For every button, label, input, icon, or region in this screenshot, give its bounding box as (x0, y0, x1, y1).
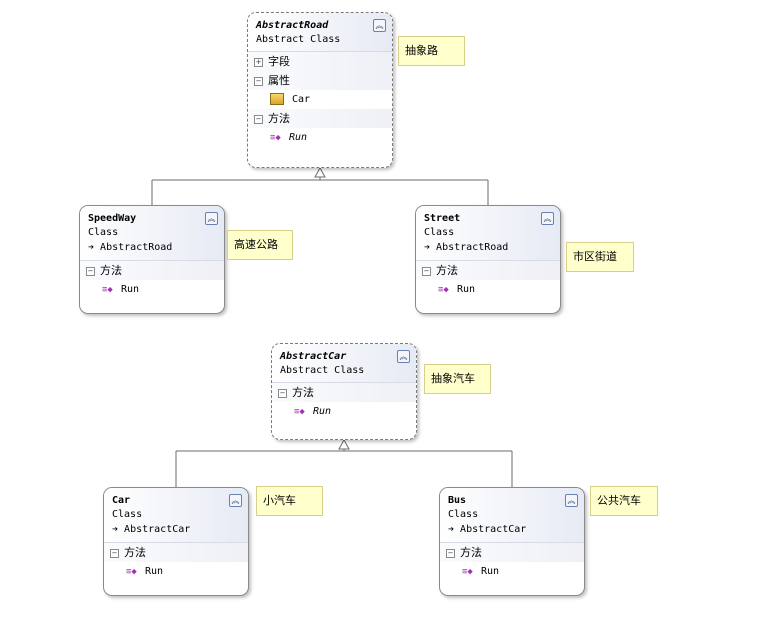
class-type: Abstract Class (280, 365, 365, 376)
section-label: 方法 (292, 386, 314, 399)
method-icon: ≡◆ (438, 285, 449, 295)
member-label: Run (313, 406, 332, 417)
class-base: ➔ AbstractRoad (88, 242, 173, 253)
class-name: AbstractRoad (256, 20, 329, 31)
collapse-icon[interactable]: − (254, 76, 263, 86)
section-label: 方法 (124, 546, 146, 559)
method-icon: ≡◆ (270, 133, 281, 143)
section-fields[interactable]: + 字段 (248, 52, 392, 71)
class-type: Class (112, 509, 143, 520)
class-street[interactable]: Street Class ➔ AbstractRoad ︽ −方法 ≡◆ Run (415, 205, 561, 314)
double-chevron-up-icon[interactable]: ︽ (565, 494, 578, 507)
road-generalization-arrow (314, 166, 326, 178)
method-icon: ≡◆ (462, 567, 473, 577)
class-name: AbstractCar (280, 351, 347, 362)
class-car[interactable]: Car Class ➔ AbstractCar ︽ −方法 ≡◆ Run (103, 487, 249, 596)
class-bus[interactable]: Bus Class ➔ AbstractCar ︽ −方法 ≡◆ Run (439, 487, 585, 596)
note-street[interactable]: 市区街道 (566, 242, 634, 272)
method-icon: ≡◆ (102, 285, 113, 295)
class-header: Bus Class ➔ AbstractCar ︽ (440, 488, 584, 543)
method-icon: ≡◆ (126, 567, 137, 577)
class-type: Class (448, 509, 479, 520)
class-type: Class (424, 227, 455, 238)
collapse-icon[interactable]: − (254, 114, 263, 124)
inheritance-arrow-icon: ➔ (88, 242, 101, 253)
member-label: Run (145, 566, 164, 577)
class-name: Car (112, 495, 131, 506)
double-chevron-up-icon[interactable]: ︽ (205, 212, 218, 225)
inheritance-arrow-icon: ➔ (112, 524, 125, 535)
class-type: Abstract Class (256, 34, 341, 45)
section-label: 方法 (460, 546, 482, 559)
member-method-run[interactable]: ≡◆ Run (104, 562, 248, 581)
property-icon (270, 93, 284, 105)
car-generalization-arrow (338, 438, 350, 450)
section-methods[interactable]: −方法 (440, 543, 584, 562)
member-method-run[interactable]: ≡◆ Run (248, 128, 392, 147)
member-label: Run (121, 284, 140, 295)
section-label: 方法 (436, 264, 458, 277)
class-name: SpeedWay (88, 213, 137, 224)
member-method-run[interactable]: ≡◆ Run (80, 280, 224, 299)
class-header: Car Class ➔ AbstractCar ︽ (104, 488, 248, 543)
note-car[interactable]: 小汽车 (256, 486, 323, 516)
note-bus[interactable]: 公共汽车 (590, 486, 658, 516)
collapse-icon[interactable]: − (86, 266, 95, 276)
section-methods[interactable]: −方法 (80, 261, 224, 280)
collapse-icon[interactable]: − (422, 266, 431, 276)
method-icon: ≡◆ (294, 407, 305, 417)
class-abstract-car[interactable]: AbstractCar Abstract Class ︽ −方法 ≡◆ Run (271, 343, 417, 440)
double-chevron-up-icon[interactable]: ︽ (229, 494, 242, 507)
section-methods[interactable]: −方法 (272, 383, 416, 402)
class-header: Street Class ➔ AbstractRoad ︽ (416, 206, 560, 261)
section-label: 字段 (268, 55, 290, 68)
member-method-run[interactable]: ≡◆ Run (440, 562, 584, 581)
inheritance-arrow-icon: ➔ (424, 242, 437, 253)
member-label: Run (457, 284, 476, 295)
double-chevron-up-icon[interactable]: ︽ (541, 212, 554, 225)
section-label: 方法 (268, 112, 290, 125)
inheritance-arrow-icon: ➔ (448, 524, 461, 535)
double-chevron-up-icon[interactable]: ︽ (397, 350, 410, 363)
class-abstract-road[interactable]: AbstractRoad Abstract Class ︽ +字段 −属性 Ca… (247, 12, 393, 168)
note-abstract-car[interactable]: 抽象汽车 (424, 364, 491, 394)
member-label: Car (292, 94, 311, 105)
class-header: SpeedWay Class ➔ AbstractRoad ︽ (80, 206, 224, 261)
double-chevron-up-icon[interactable]: ︽ (373, 19, 386, 32)
collapse-icon[interactable]: − (446, 548, 455, 558)
member-label: Run (481, 566, 500, 577)
member-property-car[interactable]: Car (248, 90, 392, 109)
section-methods[interactable]: −方法 (104, 543, 248, 562)
class-header: AbstractRoad Abstract Class ︽ (248, 13, 392, 52)
class-speedway[interactable]: SpeedWay Class ➔ AbstractRoad ︽ −方法 ≡◆ Ru… (79, 205, 225, 314)
class-name: Bus (448, 495, 467, 506)
section-label: 属性 (268, 74, 290, 87)
class-base: ➔ AbstractCar (448, 524, 527, 535)
note-abstract-road[interactable]: 抽象路 (398, 36, 465, 66)
section-label: 方法 (100, 264, 122, 277)
class-name: Street (424, 213, 461, 224)
class-type: Class (88, 227, 119, 238)
section-methods[interactable]: −方法 (416, 261, 560, 280)
member-method-run[interactable]: ≡◆ Run (272, 402, 416, 421)
member-method-run[interactable]: ≡◆ Run (416, 280, 560, 299)
expand-icon[interactable]: + (254, 57, 263, 67)
class-base: ➔ AbstractRoad (424, 242, 509, 253)
class-base: ➔ AbstractCar (112, 524, 191, 535)
class-header: AbstractCar Abstract Class ︽ (272, 344, 416, 383)
section-properties[interactable]: −属性 (248, 71, 392, 90)
collapse-icon[interactable]: − (278, 388, 287, 398)
collapse-icon[interactable]: − (110, 548, 119, 558)
section-methods[interactable]: −方法 (248, 109, 392, 128)
note-speedway[interactable]: 高速公路 (227, 230, 293, 260)
member-label: Run (289, 132, 308, 143)
